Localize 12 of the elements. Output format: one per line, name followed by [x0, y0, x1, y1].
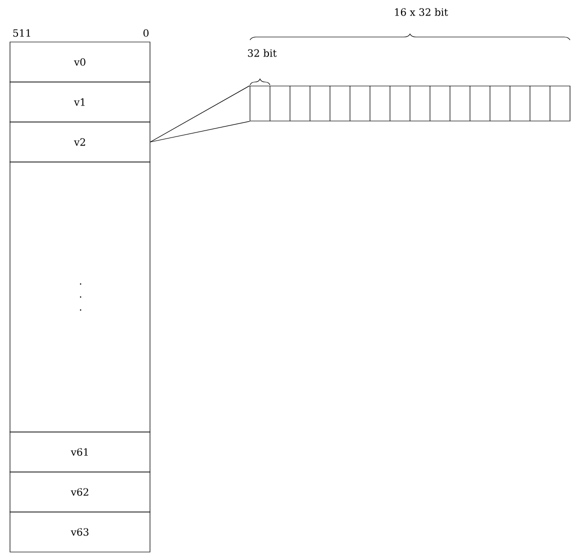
zoom-line	[150, 121, 250, 142]
register-row: v63	[10, 512, 150, 552]
register-row: v62	[10, 472, 150, 512]
dimension-label: 32 bit	[248, 49, 277, 57]
zoom-line	[150, 85, 250, 142]
bit-strip	[250, 86, 570, 122]
register-row: . . .	[10, 162, 150, 432]
register-row: v2	[10, 122, 150, 162]
register-row: v0	[10, 42, 150, 82]
register-row: v1	[10, 82, 150, 122]
dimension-label: 16 x 32 bit	[395, 8, 448, 16]
register-row: v61	[10, 432, 150, 472]
